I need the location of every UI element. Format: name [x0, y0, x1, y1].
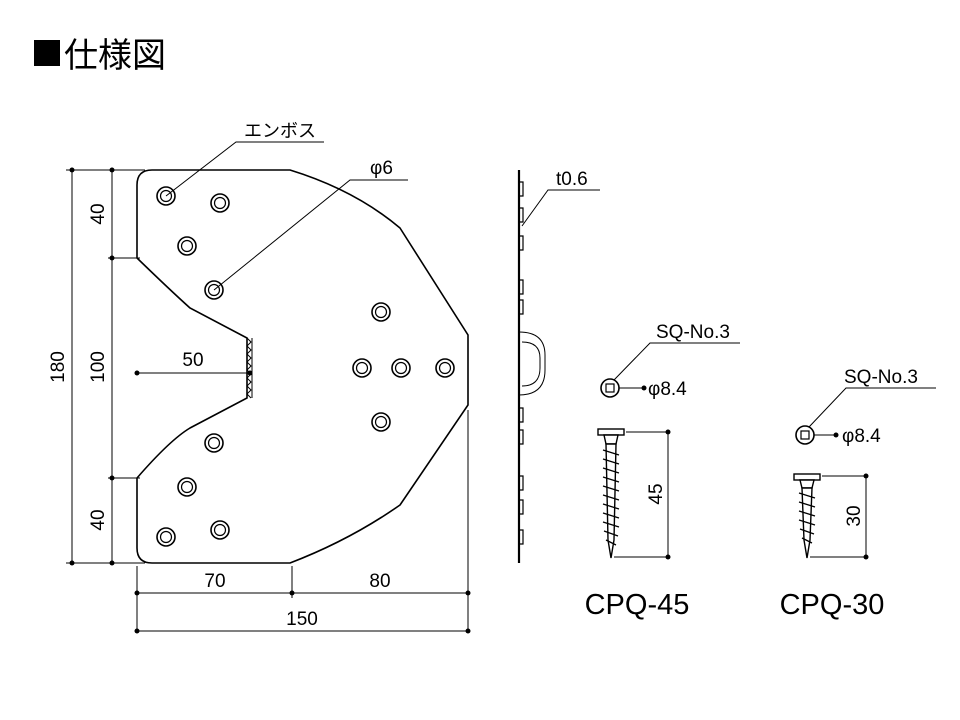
- square-drive-icon: [605, 383, 615, 393]
- screw-thread: [798, 492, 816, 544]
- plate-outline: [136, 169, 469, 564]
- hole: [352, 358, 372, 378]
- hole-diameter-leader: [213, 179, 408, 291]
- page-title-text: 仕様図: [64, 36, 166, 76]
- dim-180-label: 180: [48, 351, 69, 383]
- dim-80-label: 80: [369, 571, 390, 592]
- emboss-leader: [165, 141, 324, 197]
- screw-length-label: 30: [844, 505, 865, 526]
- hole: [371, 412, 391, 432]
- notch-serration: [246, 337, 252, 399]
- screw-model-label: CPQ-45: [585, 589, 690, 621]
- emboss-bumps: [519, 181, 524, 545]
- plate-front-view: エンボス φ6: [136, 121, 469, 564]
- hole: [156, 527, 176, 547]
- thickness-label: t0.6: [556, 169, 588, 190]
- hole: [210, 193, 230, 213]
- dim-50-label: 50: [182, 350, 203, 371]
- drive-label: SQ-No.3: [656, 322, 730, 343]
- head-diameter-label: φ8.4: [648, 379, 687, 400]
- square-drive-icon: [800, 430, 810, 440]
- thickness-leader: [521, 189, 600, 227]
- hole: [391, 358, 411, 378]
- screw-body: [793, 473, 821, 559]
- drive-leader: [808, 387, 936, 428]
- hole-diameter-label: φ6: [370, 158, 393, 179]
- hole: [371, 302, 391, 322]
- hole: [177, 477, 197, 497]
- head-diameter-label: φ8.4: [842, 426, 881, 447]
- screw-length-label: 45: [646, 483, 667, 504]
- page-title: 仕様図: [34, 28, 166, 77]
- screw-thread: [602, 449, 620, 546]
- drive-leader: [613, 342, 740, 381]
- screw-model-label: CPQ-30: [780, 589, 885, 621]
- dim-top-40-label: 40: [88, 203, 109, 224]
- hole: [177, 236, 197, 256]
- screw-body: [597, 428, 625, 559]
- hole: [435, 358, 455, 378]
- dim-bottom-40-label: 40: [88, 509, 109, 530]
- screw-cpq-30: SQ-No.3 φ8.4 30 CPQ-30: [780, 367, 936, 621]
- drive-label: SQ-No.3: [844, 367, 918, 388]
- dim-70-label: 70: [204, 571, 225, 592]
- dim-150-label: 150: [286, 609, 318, 630]
- screw-cpq-45: SQ-No.3 φ8.4 45 CPQ-45: [585, 322, 740, 621]
- dim-100-label: 100: [88, 351, 109, 383]
- emboss-label: エンボス: [244, 121, 316, 141]
- square-bullet-icon: [34, 39, 60, 66]
- hole: [204, 433, 224, 453]
- plate-dimensions: 180 40 100 40 50 70 80 150: [48, 167, 471, 634]
- plate-side-view: t0.6: [517, 169, 600, 563]
- hole: [210, 520, 230, 540]
